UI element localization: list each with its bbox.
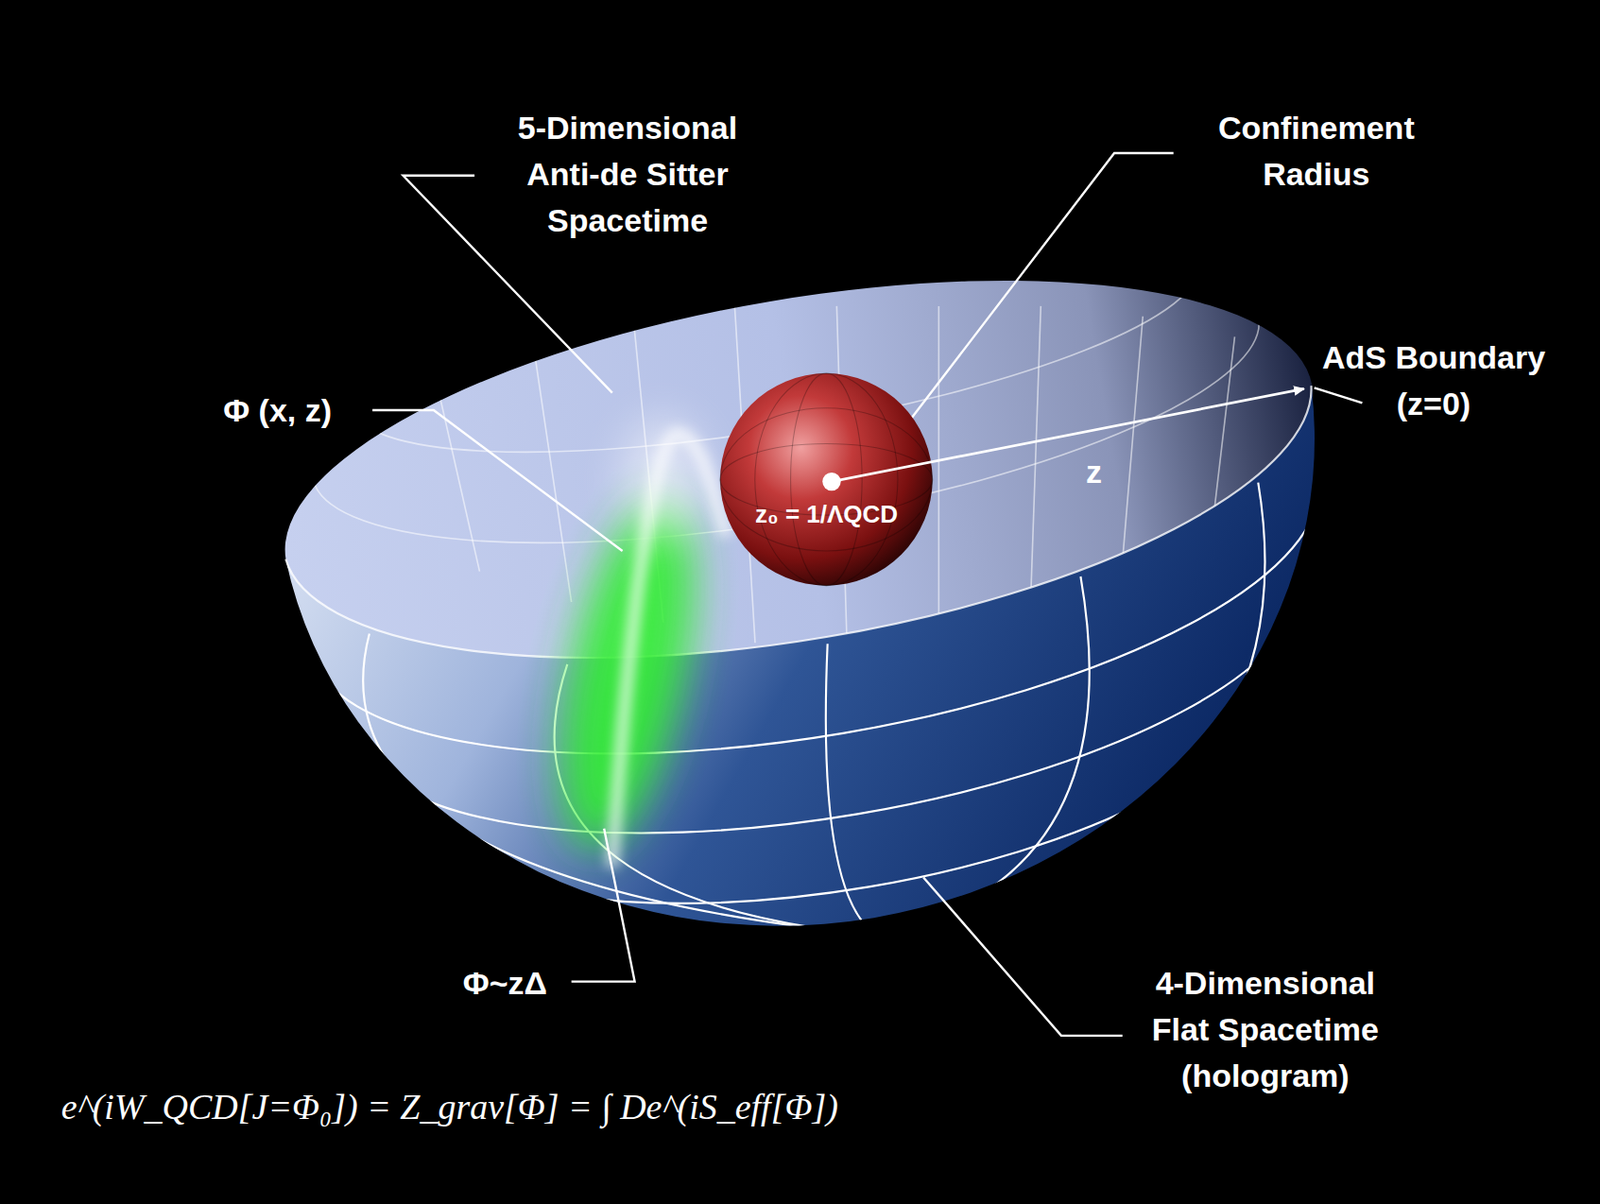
confinement-sphere: z₀ = 1/ΛQCD	[719, 372, 934, 587]
sphere-shape	[719, 372, 934, 587]
region-label: 4-Dimensional Flat Spacetime (hologram)	[1123, 960, 1408, 1100]
region-label: 5-Dimensional Anti-de Sitter Spacetime	[485, 104, 770, 244]
field-label: Φ~zΔ	[463, 960, 548, 1007]
axis-label: z	[1085, 448, 1102, 496]
region-label: Confinement Radius	[1198, 104, 1435, 198]
equation: e^(iW_QCD[J=Φ₀]) = Z_grav[Φ] = ∫ De^(iS_…	[61, 1084, 839, 1129]
boundary-label: AdS Boundary (z=0)	[1315, 334, 1552, 428]
field-label: Φ (x, z)	[223, 387, 332, 434]
sphere-label: z₀ = 1/ΛQCD	[719, 498, 934, 531]
